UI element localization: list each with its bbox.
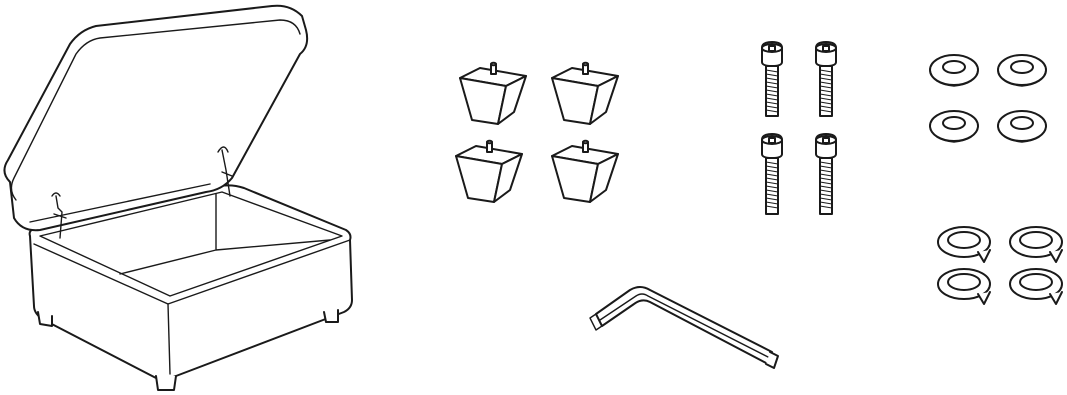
leg-1 — [459, 61, 527, 125]
bolt-2 — [815, 41, 837, 117]
allen-key — [589, 286, 779, 369]
flat-washers-group — [929, 54, 1047, 143]
flat-washer-3 — [929, 110, 979, 143]
lock-washer-4 — [1009, 268, 1063, 305]
leg-2 — [551, 61, 619, 125]
leg-4 — [551, 139, 619, 203]
flat-washer-2 — [997, 54, 1047, 87]
leg-3 — [455, 139, 523, 203]
lock-washers-group — [937, 226, 1063, 305]
storage-ottoman — [3, 4, 353, 391]
ottoman-cavity — [119, 193, 331, 275]
bolt-4 — [815, 133, 837, 215]
flat-washer-4 — [997, 110, 1047, 143]
flat-washer-1 — [929, 54, 979, 87]
bolts-group — [761, 41, 837, 215]
ottoman-lid-top — [10, 19, 301, 201]
bolt-1 — [761, 41, 783, 117]
lock-washer-1 — [937, 226, 991, 263]
lid-hinge-left — [51, 192, 67, 239]
ottoman-foot-right — [323, 309, 339, 323]
ottoman-inner-rim — [39, 191, 343, 297]
ottoman-foot-front — [155, 375, 177, 391]
ottoman-lid — [3, 4, 309, 232]
legs-group — [455, 61, 619, 203]
lid-hinge-right — [217, 146, 233, 197]
ottoman-corner — [167, 303, 171, 375]
lock-washer-3 — [937, 268, 991, 305]
ottoman-foot-left — [37, 311, 53, 327]
bolt-3 — [761, 133, 783, 215]
lock-washer-2 — [1009, 226, 1063, 263]
